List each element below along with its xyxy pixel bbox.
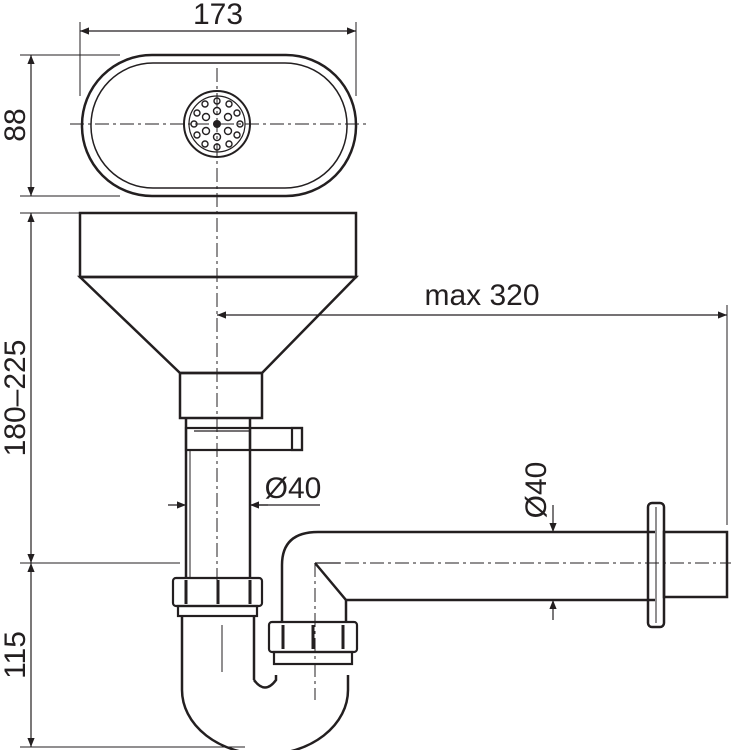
u-bend bbox=[180, 616, 350, 750]
overflow-connector bbox=[184, 426, 304, 452]
funnel bbox=[76, 211, 359, 420]
extension-lines bbox=[20, 22, 728, 748]
dim-width-173: 173 bbox=[193, 0, 243, 31]
dim-diameter-horizontal: Ø40 bbox=[520, 462, 553, 519]
elbow-pipe bbox=[280, 530, 655, 622]
top-view-oval bbox=[80, 53, 358, 198]
dim-height-88: 88 bbox=[0, 108, 32, 141]
right-union-nut bbox=[267, 620, 359, 666]
dim-height-180-225: 180–225 bbox=[0, 340, 32, 457]
outlet-pipe bbox=[662, 530, 729, 599]
wall-flange bbox=[646, 501, 666, 629]
center-lines bbox=[70, 68, 731, 700]
dim-diameter-vertical: Ø40 bbox=[265, 472, 322, 505]
vertical-pipe bbox=[184, 418, 252, 578]
dim-max-320: max 320 bbox=[424, 279, 539, 312]
left-union-nut bbox=[171, 576, 264, 618]
dimension-lines bbox=[27, 27, 727, 747]
dim-height-115: 115 bbox=[0, 631, 32, 679]
